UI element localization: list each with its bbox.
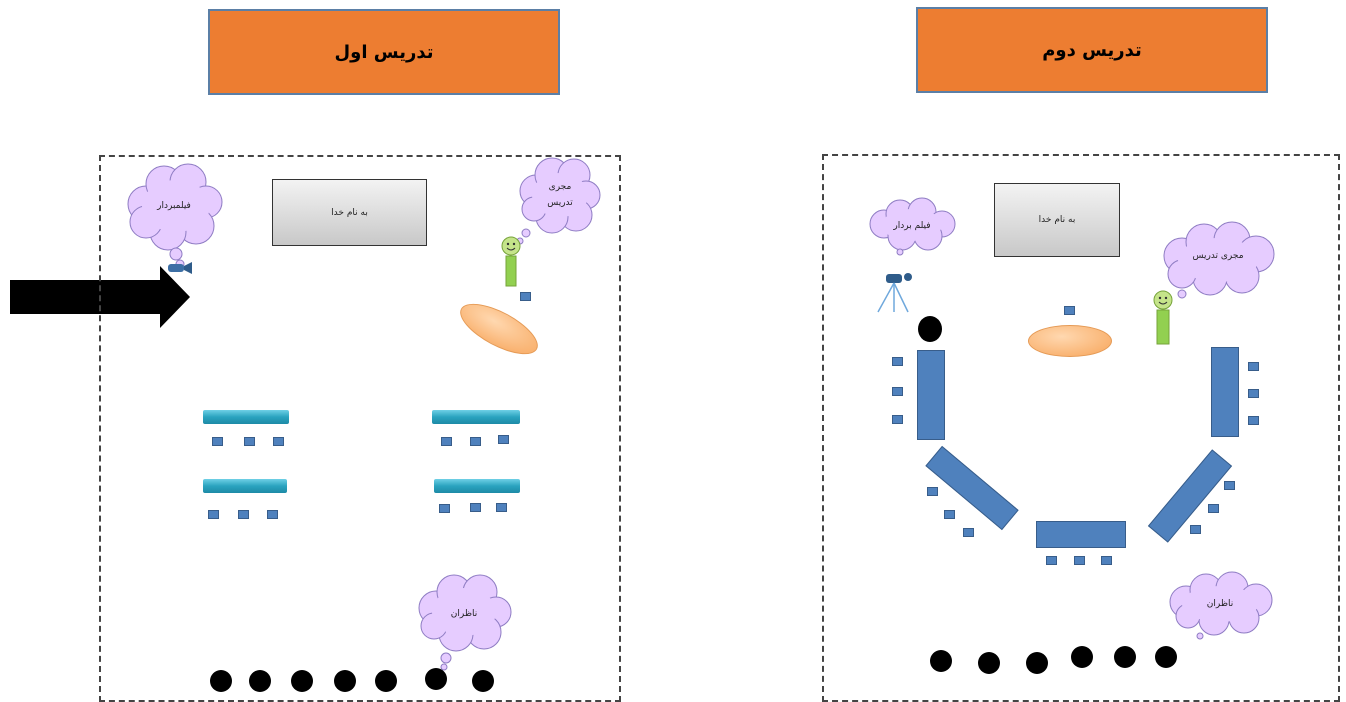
teacher-label-line2: تدریس — [547, 198, 573, 208]
header-second-label: تدریس دوم — [1042, 39, 1142, 61]
chair — [1248, 416, 1259, 425]
cameraman-label: فیلم بردار — [892, 221, 930, 231]
podium-board: به نام خدا — [272, 179, 427, 246]
header-first-teaching: تدریس اول — [208, 9, 560, 95]
observers-thought-cloud: ناظران — [1169, 571, 1273, 640]
cameraman-thought-cloud: فیلم بردار — [869, 197, 956, 256]
chair — [439, 504, 450, 513]
student-table — [1211, 347, 1239, 437]
teacher-chair — [520, 292, 531, 301]
chair — [1046, 556, 1057, 565]
smiley-person-icon — [501, 236, 521, 287]
observer-seat — [375, 670, 397, 692]
chair — [892, 415, 903, 424]
chair — [238, 510, 249, 519]
room-second-layout — [822, 154, 1340, 702]
chair — [944, 510, 955, 519]
student-table — [1036, 521, 1126, 548]
chair — [1224, 481, 1235, 490]
header-second-teaching: تدریس دوم — [916, 7, 1268, 93]
student-table — [432, 410, 520, 424]
podium-text: به نام خدا — [1038, 215, 1076, 225]
observer-seat — [978, 652, 1000, 674]
observers-label: ناظران — [451, 609, 478, 619]
cameraman-label: فیلمبردار — [156, 201, 191, 211]
chair — [244, 437, 255, 446]
video-camera-icon — [877, 273, 912, 313]
observer-seat — [210, 670, 232, 692]
chair — [470, 503, 481, 512]
student-table — [203, 410, 289, 424]
cameraman-thought-cloud: فیلمبردار — [127, 163, 223, 269]
chair — [1248, 389, 1259, 398]
teacher-thought-cloud: مجری تدریس — [516, 157, 601, 245]
chair — [963, 528, 974, 537]
observers-label: ناظران — [1207, 599, 1234, 609]
chair — [470, 437, 481, 446]
teacher-thought-cloud: مجری تدریس — [1163, 221, 1275, 299]
observer-seat — [425, 668, 447, 690]
observer-seat — [291, 670, 313, 692]
chair — [892, 357, 903, 366]
observer-seat — [1155, 646, 1177, 668]
chair — [927, 487, 938, 496]
chair — [496, 503, 507, 512]
chair — [441, 437, 452, 446]
chair — [208, 510, 219, 519]
observer-seat — [334, 670, 356, 692]
observer-seat — [1114, 646, 1136, 668]
teacher-table — [1028, 325, 1112, 357]
observers-thought-cloud: ناظران — [418, 574, 512, 671]
student-table — [434, 479, 520, 493]
chair — [498, 435, 509, 444]
observer-seat — [472, 670, 494, 692]
student-table — [203, 479, 287, 493]
chair — [273, 437, 284, 446]
chair — [1208, 504, 1219, 513]
podium-text: به نام خدا — [331, 207, 368, 218]
chair — [1248, 362, 1259, 371]
observer-seat — [249, 670, 271, 692]
chair — [892, 387, 903, 396]
teacher-label-line1: مجری — [549, 182, 572, 192]
podium-board: به نام خدا — [994, 183, 1120, 257]
observer-seat — [930, 650, 952, 672]
chair — [267, 510, 278, 519]
teacher-label: مجری تدریس — [1192, 251, 1243, 261]
chair — [1101, 556, 1112, 565]
seat-marker — [918, 316, 942, 342]
video-camera-icon — [168, 262, 192, 274]
student-table — [917, 350, 945, 440]
chair — [1074, 556, 1085, 565]
teacher-chair — [1064, 306, 1075, 315]
smiley-person-icon — [1153, 290, 1173, 345]
header-first-label: تدریس اول — [334, 41, 434, 63]
room-first-layout — [99, 155, 621, 702]
chair — [212, 437, 223, 446]
observer-seat — [1071, 646, 1093, 668]
observer-seat — [1026, 652, 1048, 674]
chair — [1190, 525, 1201, 534]
